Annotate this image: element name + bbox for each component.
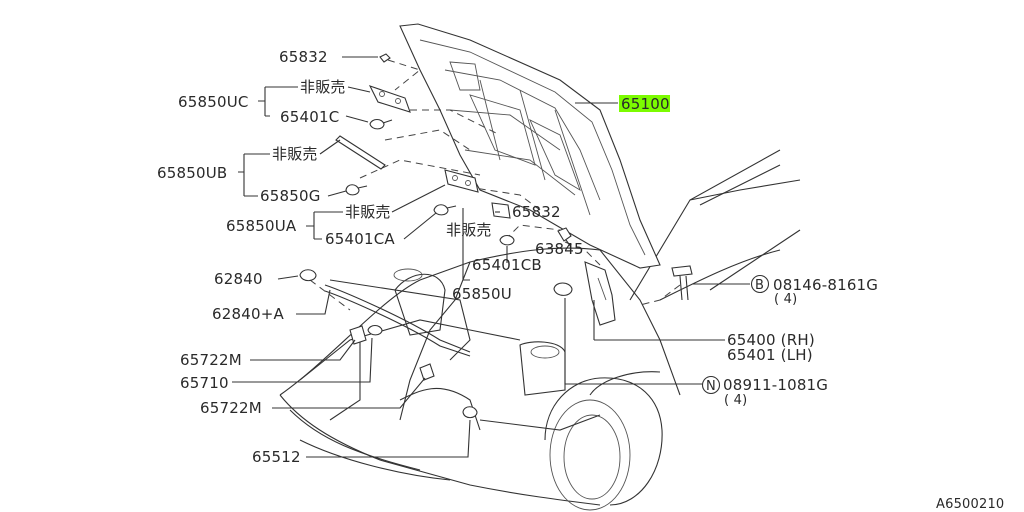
part-bracket-65401CA <box>444 169 479 193</box>
part-clip-65832-mid <box>499 234 515 246</box>
label-65850UA: 65850UA <box>226 217 297 235</box>
part-cable-65722M <box>419 363 435 381</box>
leader-lines <box>232 56 750 458</box>
part-lock-65710 <box>349 324 383 345</box>
label-65512: 65512 <box>252 448 301 466</box>
label-65850UB: 65850UB <box>157 164 227 182</box>
label-65850G: 65850G <box>260 187 321 205</box>
label-65832-top: 65832 <box>279 48 328 66</box>
part-clip-65401CA <box>433 204 457 216</box>
label-nut-mark: N <box>706 379 716 394</box>
label-nonsale-1: 非販売 <box>300 78 346 96</box>
part-clip-65832-top <box>379 53 391 63</box>
label-65722M-2: 65722M <box>200 399 262 417</box>
part-nut-08911 <box>553 282 573 296</box>
label-62840A: 62840+A <box>212 305 284 323</box>
label-65401CA: 65401CA <box>325 230 395 248</box>
label-bolt-part: 08146-8161G <box>773 276 878 294</box>
label-nut-qty: ( 4) <box>724 393 747 408</box>
nut-mark-circle <box>701 375 721 395</box>
label-nonsale-3: 非販売 <box>345 203 391 221</box>
label-65100: 65100 <box>621 95 670 113</box>
label-65850U: 65850U <box>452 285 512 303</box>
label-65400: 65400 (RH) <box>727 331 815 349</box>
label-63845: 63845 <box>535 240 584 258</box>
part-clip-65850G <box>345 184 368 196</box>
label-65832-mid: 65832 <box>512 203 561 221</box>
label-65401: 65401 (LH) <box>727 346 813 364</box>
highlight-65100 <box>619 95 670 112</box>
part-bracket-65401CB <box>491 202 511 219</box>
part-bumper-63845 <box>557 227 572 242</box>
part-rod-62840A <box>324 284 471 357</box>
hood-panel <box>399 23 661 269</box>
label-nonsale-4: 非販売 <box>446 221 492 239</box>
label-bolt-mark: B <box>755 278 764 293</box>
part-release-65512 <box>462 406 478 419</box>
bolt-mark-circle <box>750 274 770 294</box>
part-bracket-65401C <box>368 85 411 113</box>
part-stay-62840 <box>299 269 317 282</box>
label-bolt-qty: ( 4) <box>774 292 797 307</box>
label-65401C: 65401C <box>280 108 339 126</box>
label-nonsale-2: 非販売 <box>272 145 318 163</box>
label-65722M-1: 65722M <box>180 351 242 369</box>
label-62840: 62840 <box>214 270 263 288</box>
part-rod-65850UB <box>335 135 386 170</box>
part-hinge-65400 <box>584 261 616 326</box>
dashed-guides <box>309 59 681 311</box>
label-65850UC: 65850UC <box>178 93 249 111</box>
label-65401CB: 65401CB <box>472 256 542 274</box>
part-clip-65401C <box>369 118 393 130</box>
diagram-code: A6500210 <box>936 497 1004 512</box>
part-bolt-08146 <box>671 265 693 301</box>
labels: 65832 65850UC 非販売 65401C 65100 非販売 65850… <box>157 48 1004 512</box>
label-65710: 65710 <box>180 374 229 392</box>
label-nut-part: 08911-1081G <box>723 376 828 394</box>
